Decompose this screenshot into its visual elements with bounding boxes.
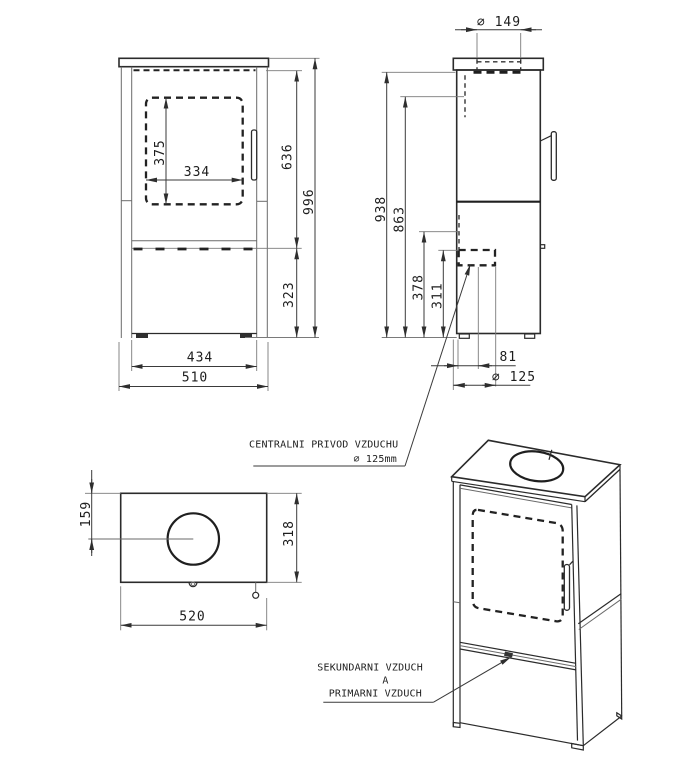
- dim-glass-width-label: 334: [184, 165, 210, 180]
- callout-central-air: CENTRALNI PRIVOD VZDUCHU ∅ 125mm: [249, 264, 471, 467]
- dim-flue-offset-label: 159: [79, 501, 94, 527]
- dim-flue-diameter-label: ∅ 149: [477, 15, 521, 30]
- dim-inlet-offset-label: 81: [499, 350, 517, 365]
- dim-inlet-height-label: 311: [430, 282, 445, 308]
- secondary-air-label-line2: A: [382, 675, 388, 686]
- dim-inlet-diameter-label: ∅ 125: [492, 370, 536, 385]
- front-glass-window: [144, 96, 244, 206]
- side-door-handle: [550, 131, 557, 181]
- dim-overall-width-label: 510: [182, 371, 208, 386]
- top-latch-knob: [188, 582, 198, 588]
- dim-body-width-label: 434: [187, 351, 213, 366]
- dim-side-overall-height-label: 938: [374, 196, 389, 222]
- perspective-view: [450, 439, 623, 751]
- side-latch: [539, 244, 546, 249]
- dim-door-height-label: 636: [281, 143, 296, 169]
- dim-glass-height-label: 375: [153, 139, 168, 165]
- callout-secondary-air: SEKUNDARNI VZDUCH A PRIMARNI VZDUCH: [317, 656, 512, 703]
- dim-base-height-label: 323: [282, 281, 297, 307]
- top-view: 159 318 520: [79, 470, 302, 631]
- persp-glass-window: [471, 508, 564, 623]
- dim-flue-inlet-height-label: 863: [392, 206, 407, 232]
- dim-overall-height-label: 996: [302, 188, 317, 214]
- front-top-plate: [118, 57, 270, 68]
- central-air-label-line1: CENTRALNI PRIVOD VZDUCHU: [249, 439, 398, 450]
- persp-door-handle: [563, 563, 571, 611]
- front-door-handle: [250, 129, 258, 181]
- dim-width-label: 520: [179, 609, 205, 624]
- front-view: 375 334 636 996 323 434 510: [118, 57, 320, 391]
- top-plate-outline: [119, 492, 268, 584]
- dim-depth-label: 318: [282, 520, 297, 546]
- persp-slot-latch: [504, 651, 513, 658]
- side-top-plate: [452, 57, 545, 71]
- secondary-air-label-line3: PRIMARNI VZDUCH: [329, 688, 422, 699]
- top-handle-end: [252, 591, 260, 599]
- central-air-label-line2: ∅ 125mm: [353, 454, 397, 465]
- secondary-air-label-line1: SEKUNDARNI VZDUCH: [317, 663, 423, 674]
- central-air-inlet: [457, 248, 497, 267]
- persp-flue-opening: [509, 450, 565, 483]
- side-view: ∅ 149 938 863 378 311 81 ∅ 125: [374, 15, 557, 390]
- dim-inlet-top-height-label: 378: [411, 274, 426, 300]
